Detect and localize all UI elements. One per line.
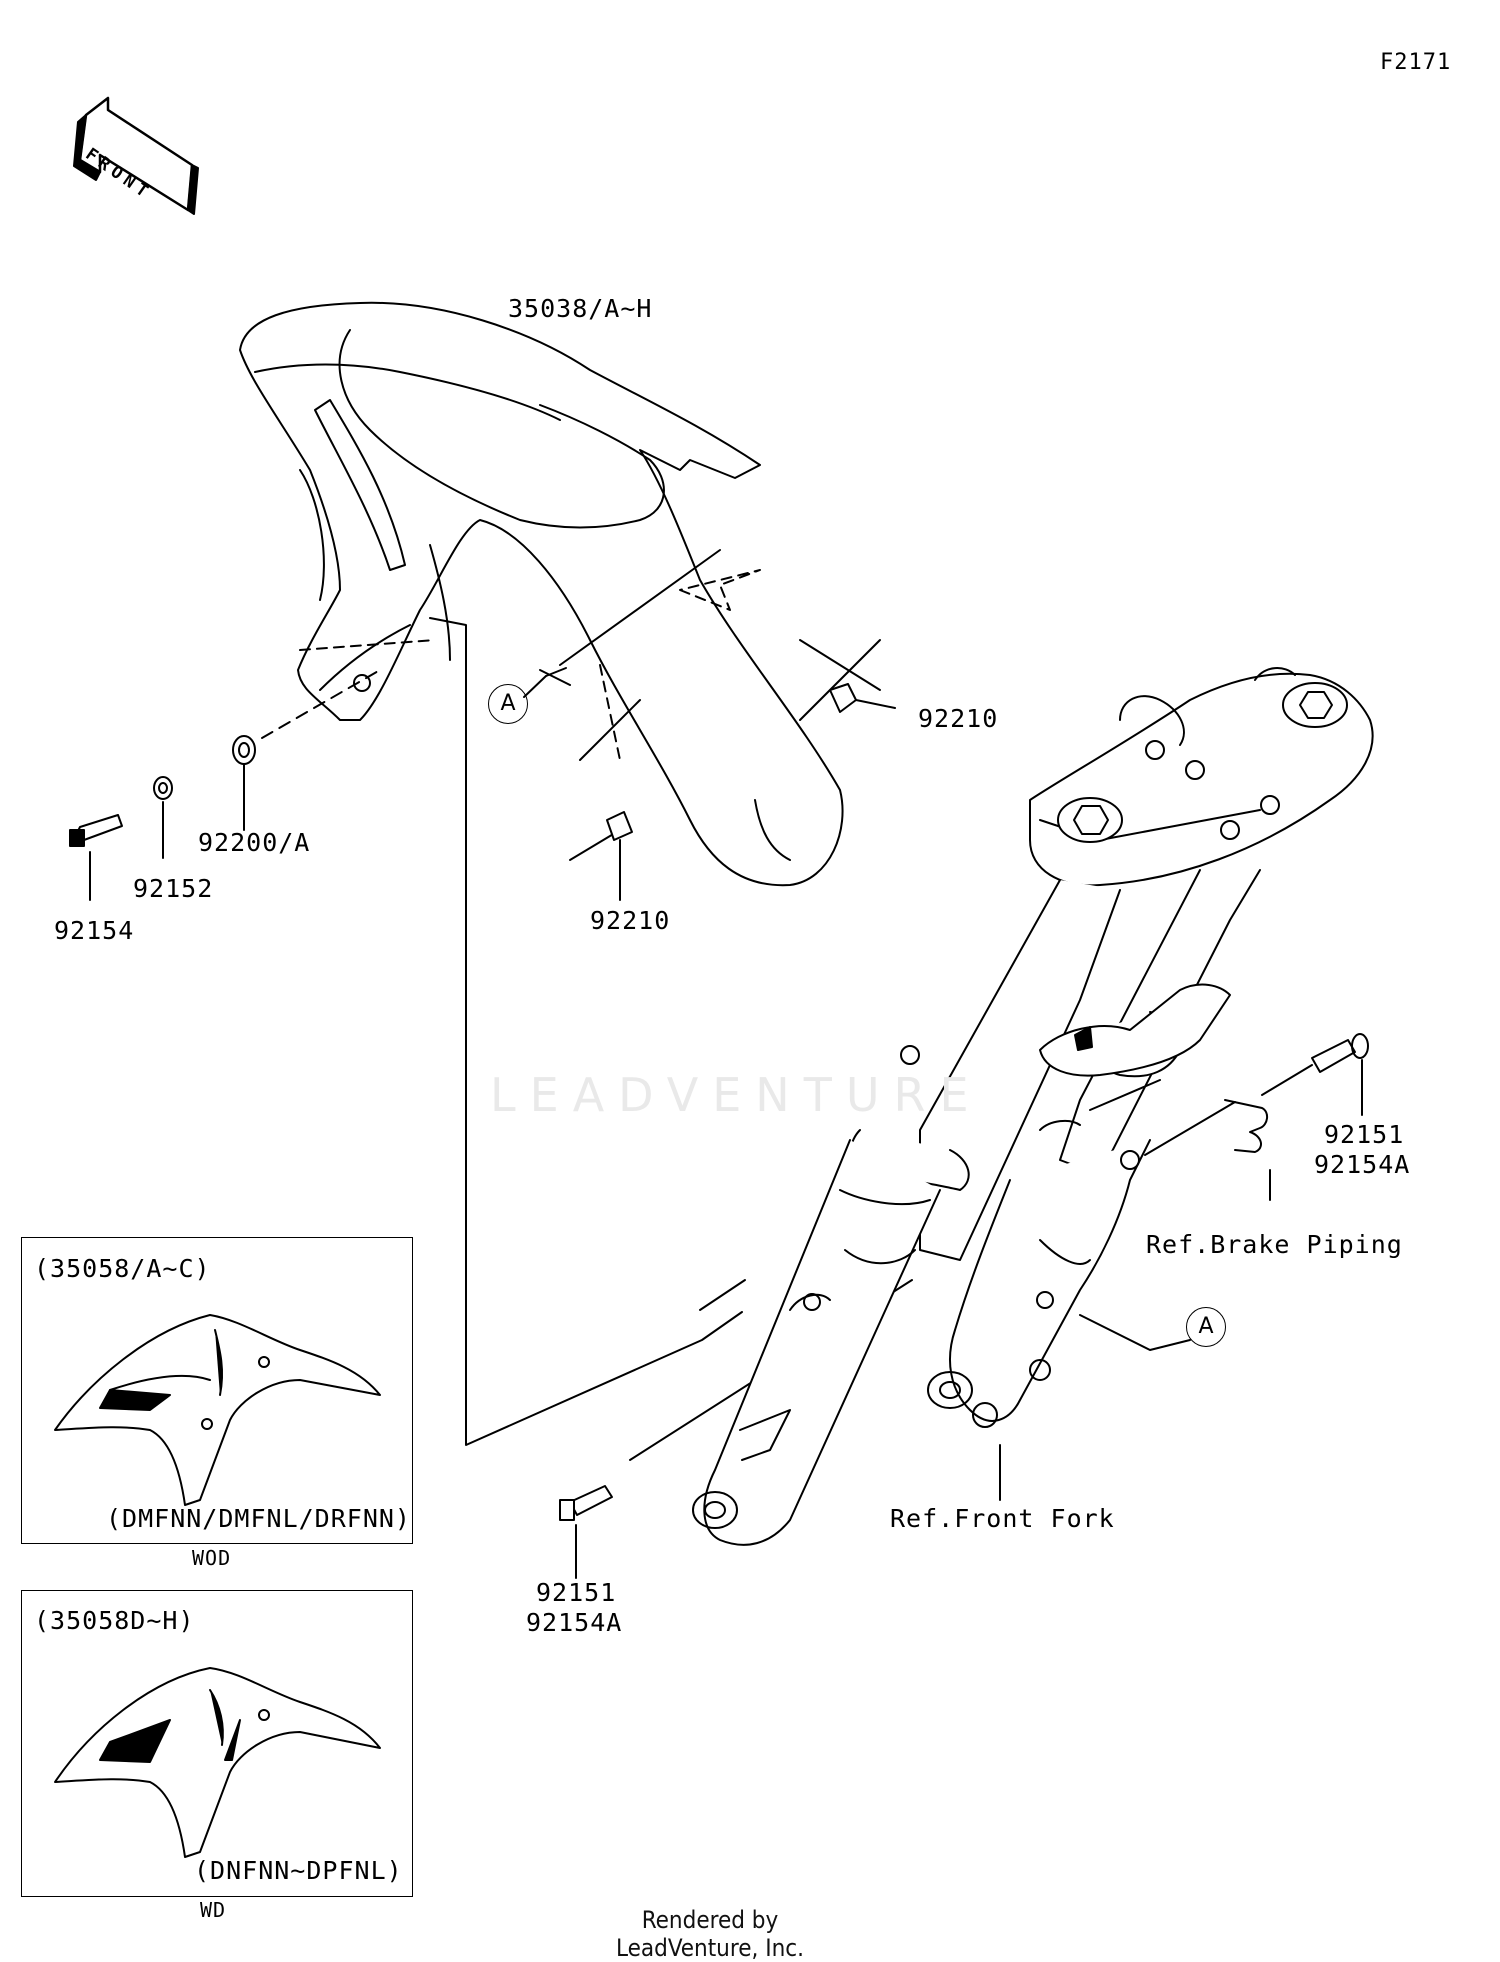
part-label-bolt-right-b: 92154A bbox=[1314, 1150, 1411, 1179]
clip-nut-right-icon bbox=[829, 683, 896, 713]
variant-wd-title: (35058D~H) bbox=[34, 1606, 195, 1635]
variant-wod-title: (35058/A~C) bbox=[34, 1254, 211, 1283]
part-label-bolt-right-a: 92151 bbox=[1324, 1120, 1405, 1149]
variant-wd-models: (DNFNN~DPFNL) bbox=[194, 1856, 403, 1885]
part-label-nut-bottom: 92210 bbox=[590, 906, 671, 935]
part-label-bolt-left: 92154 bbox=[54, 916, 135, 945]
variant-box-wd bbox=[21, 1590, 413, 1897]
ref-brake-piping: Ref.Brake Piping bbox=[1146, 1230, 1403, 1259]
callout-a-fender: A bbox=[488, 684, 528, 724]
ref-front-fork: Ref.Front Fork bbox=[890, 1504, 1115, 1533]
clip-nut-bottom-icon bbox=[606, 811, 633, 901]
part-label-bolt-bottom-b: 92154A bbox=[526, 1608, 623, 1637]
fender-variant-wd-drawing bbox=[54, 1667, 381, 1858]
variant-box-wod bbox=[21, 1237, 413, 1544]
washer-icon bbox=[232, 669, 381, 831]
part-label-nut-right: 92210 bbox=[918, 704, 999, 733]
part-label-bolt-bottom-a: 92151 bbox=[536, 1578, 617, 1607]
variant-wd-caption: WD bbox=[200, 1898, 227, 1922]
watermark: LEADVENTURE bbox=[490, 1068, 983, 1122]
footer-credit: Rendered by LeadVenture, Inc. bbox=[616, 1906, 804, 1962]
grommet-icon bbox=[153, 776, 173, 859]
callout-a-fork: A bbox=[1186, 1307, 1226, 1347]
variant-wod-caption: WOD bbox=[192, 1546, 232, 1570]
bolt-right-icon bbox=[1261, 1033, 1369, 1116]
part-label-fender: 35038/A~H bbox=[508, 294, 653, 323]
front-fender-drawing bbox=[239, 301, 881, 887]
brake-pipe-clamp-icon bbox=[1144, 1099, 1271, 1201]
bolt-bottom-icon bbox=[559, 1485, 613, 1579]
part-label-grommet: 92152 bbox=[133, 874, 214, 903]
front-arrow-icon bbox=[73, 96, 199, 215]
bolt-left-icon bbox=[69, 814, 123, 901]
variant-wod-models: (DMFNN/DMFNL/DRFNN) bbox=[106, 1504, 411, 1533]
front-fork-drawing bbox=[692, 667, 1374, 1546]
fender-variant-wod-drawing bbox=[54, 1314, 381, 1506]
diagram-id: F2171 bbox=[1380, 50, 1452, 75]
part-label-washer: 92200/A bbox=[198, 828, 311, 857]
